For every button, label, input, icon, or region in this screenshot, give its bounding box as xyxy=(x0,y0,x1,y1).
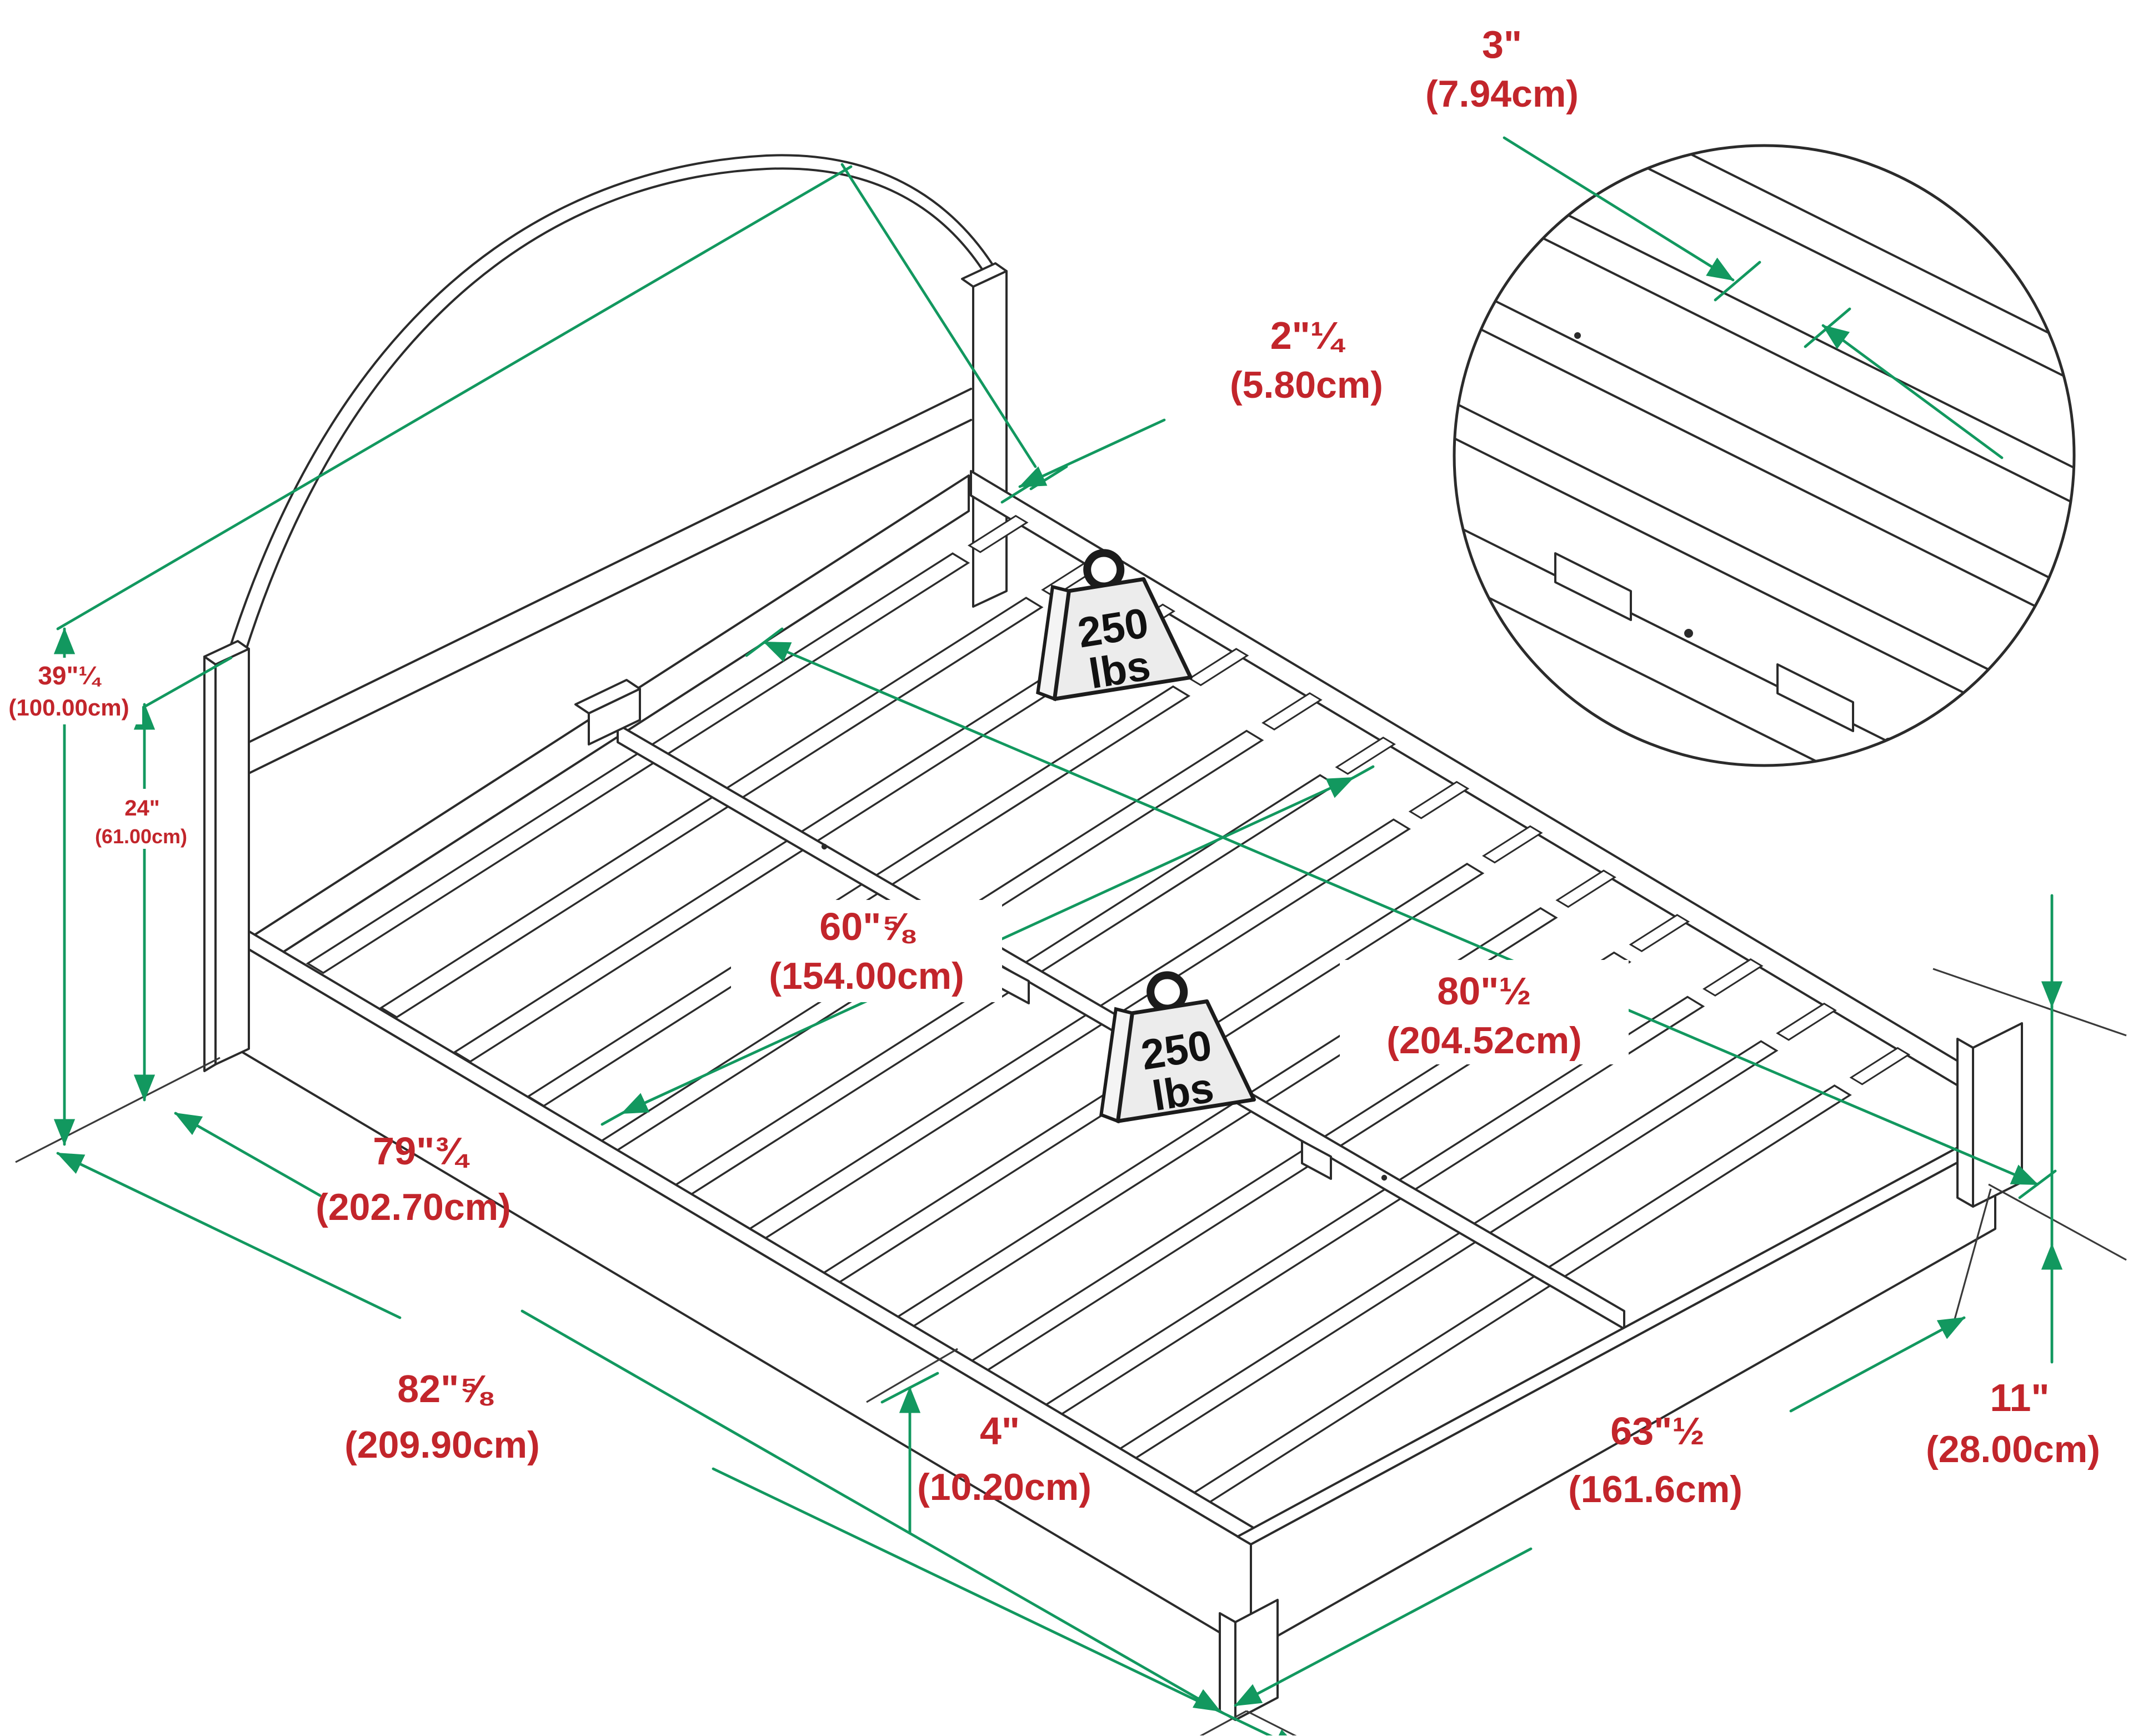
slat-end-connector xyxy=(1776,1002,1837,1041)
dimension-layer xyxy=(0,163,2127,1735)
tick xyxy=(880,1372,939,1404)
tick xyxy=(1714,261,1761,302)
dim-total-length xyxy=(56,1152,402,1319)
dim-slat-spacing xyxy=(1503,136,1735,282)
dim-headboard-thickness xyxy=(1018,418,1166,488)
label-frame-length-in: 79"¾ xyxy=(373,1129,470,1173)
dim-frame-length xyxy=(174,1112,322,1197)
slat-end-connector xyxy=(1849,1047,1911,1085)
label-foot-width-in: 63"½ xyxy=(1610,1409,1704,1453)
label-mask xyxy=(0,658,142,724)
slat-end-connector xyxy=(1408,781,1470,819)
screw-dot xyxy=(1684,629,1693,638)
labels: 3" (7.94cm) 2"¼ (5.80cm) 39"¼ (100.00cm)… xyxy=(8,23,2100,1510)
headboard-arc-inner xyxy=(234,167,992,686)
weight-capacity: 250 xyxy=(1138,1022,1215,1079)
headboard-arc-outer xyxy=(219,154,1003,681)
label-headboard-panel-cm: (61.00cm) xyxy=(95,825,187,848)
ext-arc-apex xyxy=(56,165,853,631)
weight-unit: lbs xyxy=(1149,1064,1217,1120)
center-rail-bracket-top xyxy=(574,679,641,714)
foot-leg-near-side xyxy=(1219,1612,1236,1721)
dim-total-length xyxy=(712,1467,1301,1735)
slat xyxy=(526,685,1191,1107)
label-headboard-thickness-in: 2"¼ xyxy=(1270,314,1346,357)
headboard-panel-rail xyxy=(248,388,972,774)
tick xyxy=(745,627,784,657)
label-rail-clearance-cm: (10.20cm) xyxy=(917,1466,1091,1508)
inset-circle xyxy=(1453,144,2076,767)
label-mask xyxy=(87,789,198,849)
tick xyxy=(1029,465,1068,491)
label-total-length-cm: (209.90cm) xyxy=(344,1424,540,1466)
label-headboard-thickness-cm: (5.80cm) xyxy=(1230,364,1383,406)
label-inner-length-cm: (204.52cm) xyxy=(1386,1019,1582,1062)
dim-frame-length xyxy=(520,1309,1221,1713)
slat xyxy=(747,818,1411,1240)
ext-base-left xyxy=(15,1057,221,1163)
slat-end-connector xyxy=(1188,648,1249,687)
label-slat-spacing-cm: (7.94cm) xyxy=(1425,73,1579,115)
dim-foot-width xyxy=(1789,1316,1966,1413)
headboard-post-left-side xyxy=(203,656,217,1072)
foot-leg-far-side xyxy=(1956,1038,1974,1208)
weight-icon: 250 lbs xyxy=(1099,971,1256,1124)
headboard-post-left xyxy=(214,648,250,1065)
screw-dot xyxy=(821,843,828,850)
label-headboard-panel-in: 24" xyxy=(124,796,159,821)
headboard xyxy=(219,154,1003,977)
screw-dot xyxy=(1381,1174,1388,1181)
label-inner-length-in: 80"½ xyxy=(1437,969,1531,1013)
inset-bracket xyxy=(1776,663,1854,732)
label-headboard-height-cm: (100.00cm) xyxy=(8,694,129,721)
label-rail-clearance-in: 4" xyxy=(980,1409,1020,1453)
label-total-length-in: 82"⅝ xyxy=(397,1367,494,1410)
foot-leg-far xyxy=(1972,1022,2023,1208)
slat-end-connector xyxy=(1335,736,1396,775)
label-mask xyxy=(731,900,1002,1002)
headboard-arc-ends xyxy=(219,279,1003,686)
tick xyxy=(600,1100,644,1126)
ext-headboard-face xyxy=(840,163,1037,468)
label-headboard-height-in: 39"¼ xyxy=(38,661,102,690)
weight-icon: 250 lbs xyxy=(1036,549,1193,702)
weight-body xyxy=(1053,577,1193,701)
detail-inset xyxy=(1453,136,2076,767)
weight-capacity: 250 xyxy=(1075,599,1152,657)
screw-dot xyxy=(1574,332,1581,339)
tick xyxy=(2018,1169,2057,1199)
slat-end-connector xyxy=(967,514,1029,553)
label-slat-spacing-in: 3" xyxy=(1482,23,1522,66)
inset-bracket xyxy=(1554,552,1632,621)
weight-body xyxy=(1116,999,1256,1123)
headboard-post-left-top xyxy=(203,640,250,666)
slat-end-connector xyxy=(1555,869,1616,908)
inset-slats xyxy=(1454,146,2074,766)
label-leg-height-in: 11" xyxy=(1990,1376,2049,1419)
label-mask xyxy=(1340,960,1629,1064)
dim-inner-length xyxy=(763,641,2039,1186)
label-slat-width-in: 60"⅝ xyxy=(819,905,916,948)
ext-rail-bottom xyxy=(866,1348,958,1403)
tick xyxy=(1804,307,1851,348)
slat-end-connector xyxy=(1629,914,1690,953)
label-foot-width-cm: (161.6cm) xyxy=(1568,1468,1743,1510)
inset-bg xyxy=(1454,146,2074,766)
label-frame-length-cm: (202.70cm) xyxy=(316,1186,511,1228)
headboard-post-right-top xyxy=(961,262,1008,288)
weight-unit: lbs xyxy=(1086,642,1154,698)
slat-end-connector xyxy=(1702,958,1764,997)
headboard-post-right xyxy=(972,270,1008,608)
label-slat-width-cm: (154.00cm) xyxy=(769,955,964,997)
dim-slat-spacing xyxy=(1821,324,2004,459)
dim-foot-width xyxy=(1234,1547,1533,1707)
slat-end-connector xyxy=(1482,825,1543,864)
slat-end-connector xyxy=(1261,692,1323,731)
label-leg-height-cm: (28.00cm) xyxy=(1926,1428,2100,1470)
tick xyxy=(1000,478,1039,504)
